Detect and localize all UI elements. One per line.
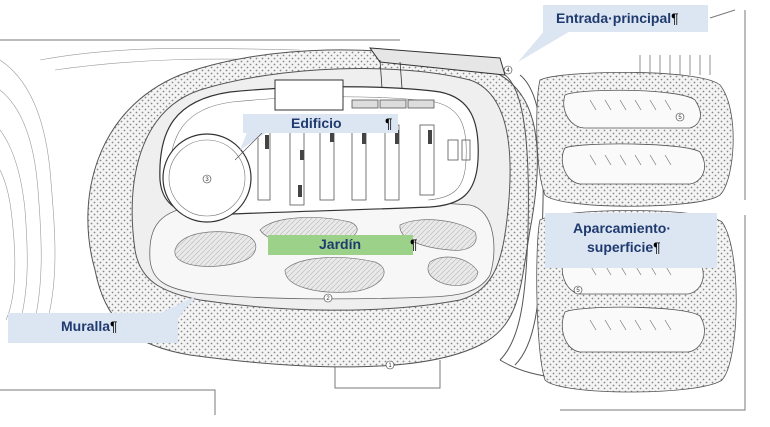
aparcamiento-label-line1: Aparcamiento· (573, 220, 671, 237)
marker-1: 1 (385, 360, 395, 370)
edificio-pilcrow-wrap: ¶ (385, 115, 393, 132)
jardin-text: Jardín (319, 236, 362, 252)
marker-5a: 5 (675, 112, 685, 122)
marker-5a-text: 5 (678, 115, 682, 121)
edificio-label: Edificio (291, 115, 342, 132)
building-dark-marks (265, 130, 432, 197)
marker-1-text: 1 (388, 363, 392, 369)
entrada-label: Entrada·principal¶ (556, 10, 679, 27)
site-boundary (0, 9, 746, 415)
marker-3-text: 3 (205, 177, 209, 183)
entrada-callout-box (543, 5, 708, 32)
edificio-pilcrow: ¶ (385, 115, 393, 131)
hall-block (274, 79, 344, 111)
marker-4: 4 (503, 65, 513, 75)
entrada-pointer (518, 30, 572, 62)
marker-4-text: 4 (506, 68, 510, 74)
muralla-text: Muralla (61, 318, 111, 334)
jardin-label: Jardín (319, 236, 361, 253)
aparcamiento-label-line2: superficie¶ (587, 239, 661, 256)
marker-5b-text: 5 (576, 288, 580, 294)
bike-racks (639, 55, 711, 75)
jardin-pilcrow: ¶ (410, 236, 418, 252)
parking-stalls (589, 99, 672, 331)
marker-2-text: 2 (326, 296, 330, 302)
marker-5b: 5 (573, 285, 583, 295)
muralla-pointer (150, 296, 196, 318)
entrada-pilcrow: ¶ (671, 10, 679, 26)
garden-shapes (174, 217, 479, 293)
marker-3: 3 (202, 174, 212, 184)
edificio-text: Edificio (291, 115, 342, 131)
aparcamiento-pilcrow: ¶ (653, 239, 661, 255)
muralla-label: Muralla¶ (61, 318, 118, 335)
muralla-callout-box (8, 313, 178, 343)
edificio-callout-box (243, 114, 398, 133)
aparcamiento-text-1: Aparcamiento· (573, 220, 672, 236)
plan-markers: 1 2 3 4 5 5 (202, 65, 685, 370)
aparcamiento-text-2: superficie (587, 239, 654, 255)
jardin-pilcrow-wrap: ¶ (410, 236, 418, 253)
marker-2: 2 (323, 293, 333, 303)
aparcamiento-callout-box (545, 213, 717, 268)
entrada-text: Entrada·principal (556, 10, 672, 26)
jardin-callout-box (268, 235, 413, 255)
muralla-pilcrow: ¶ (110, 318, 118, 334)
